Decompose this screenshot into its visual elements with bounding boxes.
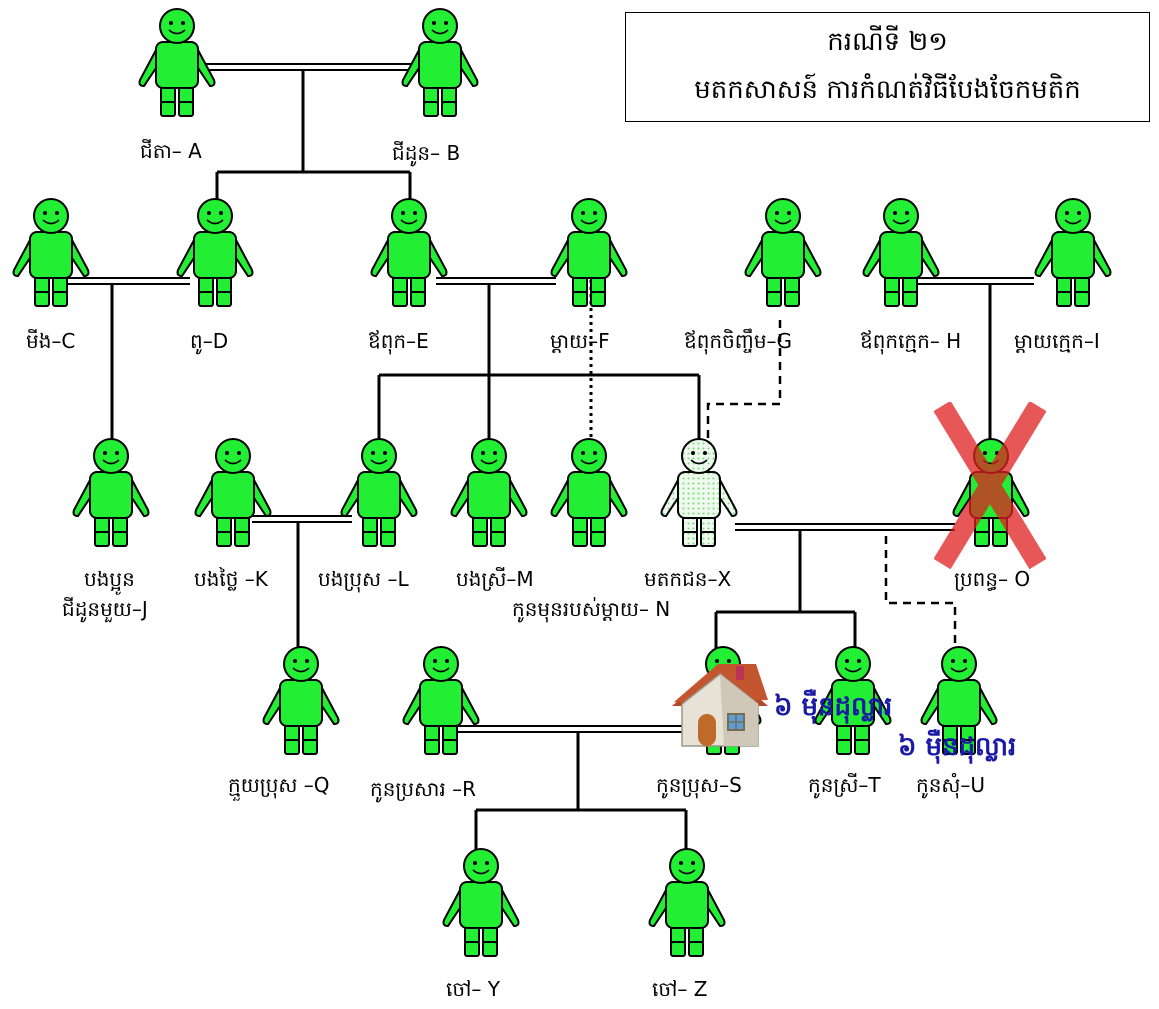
person-figure-icon <box>660 438 738 547</box>
person-b <box>397 6 483 118</box>
person-g <box>740 196 826 308</box>
label-g: ឪពុកចិញ្ចឹម–G <box>684 329 793 353</box>
label-o: ប្រពន្ធ– O <box>954 567 1031 591</box>
label-r: កូនប្រសារ –R <box>370 777 477 801</box>
person-f <box>546 196 632 308</box>
case-title-subject: មតកសាសន៍ ការកំណត់វិធីបែងចែកមតិក <box>694 75 1081 105</box>
person-figure-icon <box>72 438 150 547</box>
person-figure-icon <box>138 8 216 117</box>
person-figure-icon <box>262 646 340 755</box>
person-e <box>366 196 452 308</box>
label-b: ជីដូន– B <box>392 141 461 165</box>
label-x: មតកជន–X <box>644 567 732 591</box>
person-figure-icon <box>194 438 272 547</box>
house-icon <box>672 664 768 747</box>
person-j <box>68 436 154 548</box>
person-figure-icon <box>744 198 822 307</box>
person-figure-icon <box>550 438 628 547</box>
person-figure-icon <box>401 8 479 117</box>
label-j-line1: បងប្អូន <box>84 567 135 591</box>
person-r <box>398 644 484 756</box>
inheritance-amount-s: ៦ ម៉ឺនដុល្លារ <box>774 692 893 722</box>
person-l <box>336 436 422 548</box>
label-n: កូនមុនរបស់ម្តាយ– N <box>512 597 671 621</box>
person-d <box>172 196 258 308</box>
label-s: កូនប្រុស–S <box>656 773 742 797</box>
cross-mark-icon <box>934 402 1046 570</box>
case-title-number: ករណីទី ២១ <box>827 27 948 57</box>
label-i: ម្តាយក្មេក–I <box>1014 329 1100 353</box>
label-a: ជីតា– A <box>140 139 202 163</box>
person-figure-icon <box>402 646 480 755</box>
person-figure-icon <box>648 848 726 957</box>
person-m <box>446 436 532 548</box>
person-figure-icon <box>370 198 448 307</box>
label-u: កូនសុំ–U <box>916 773 986 797</box>
label-j-line2: ជីដូនមួយ–J <box>62 597 148 621</box>
label-h: ឪពុកក្មេក– H <box>860 329 962 353</box>
person-n <box>546 436 632 548</box>
case-title-box: ករណីទី ២១ មតកសាសន៍ ការកំណត់វិធីបែងចែកមតិ… <box>625 12 1150 122</box>
label-t: កូនស្រី–T <box>808 773 881 797</box>
label-z: ចៅ– Z <box>652 977 708 1001</box>
person-figure-icon <box>340 438 418 547</box>
person-figure-icon <box>450 438 528 547</box>
person-i <box>1030 196 1116 308</box>
label-y: ចៅ– Y <box>446 977 500 1001</box>
person-u <box>916 644 1002 756</box>
person-q <box>258 644 344 756</box>
person-figure-icon <box>12 198 90 307</box>
label-e: ឪពុក–E <box>368 329 429 353</box>
person-a <box>134 6 220 118</box>
label-m: បងស្រី–M <box>456 567 534 591</box>
person-figure-icon <box>1034 198 1112 307</box>
person-x-deceased <box>656 436 742 548</box>
person-figure-icon <box>814 646 892 755</box>
person-figure-icon <box>862 198 940 307</box>
person-figure-icon <box>442 848 520 957</box>
person-c <box>8 196 94 308</box>
label-l: បងប្រុស –L <box>318 567 409 591</box>
person-figure-icon <box>920 646 998 755</box>
label-k: បងថ្លៃ –K <box>194 567 268 591</box>
person-figure-icon <box>176 198 254 307</box>
person-t <box>810 644 896 756</box>
person-figure-icon <box>550 198 628 307</box>
label-d: ពូ–D <box>190 329 229 353</box>
person-y <box>438 846 524 958</box>
label-c: មីង–C <box>26 329 76 353</box>
label-q: ក្មួយប្រុស –Q <box>228 773 330 797</box>
inheritance-amount-u: ៦ ម៉ឺនដុល្លារ <box>898 732 1017 762</box>
person-k <box>190 436 276 548</box>
person-h <box>858 196 944 308</box>
person-z <box>644 846 730 958</box>
label-f: ម្តាយ–F <box>550 329 610 353</box>
